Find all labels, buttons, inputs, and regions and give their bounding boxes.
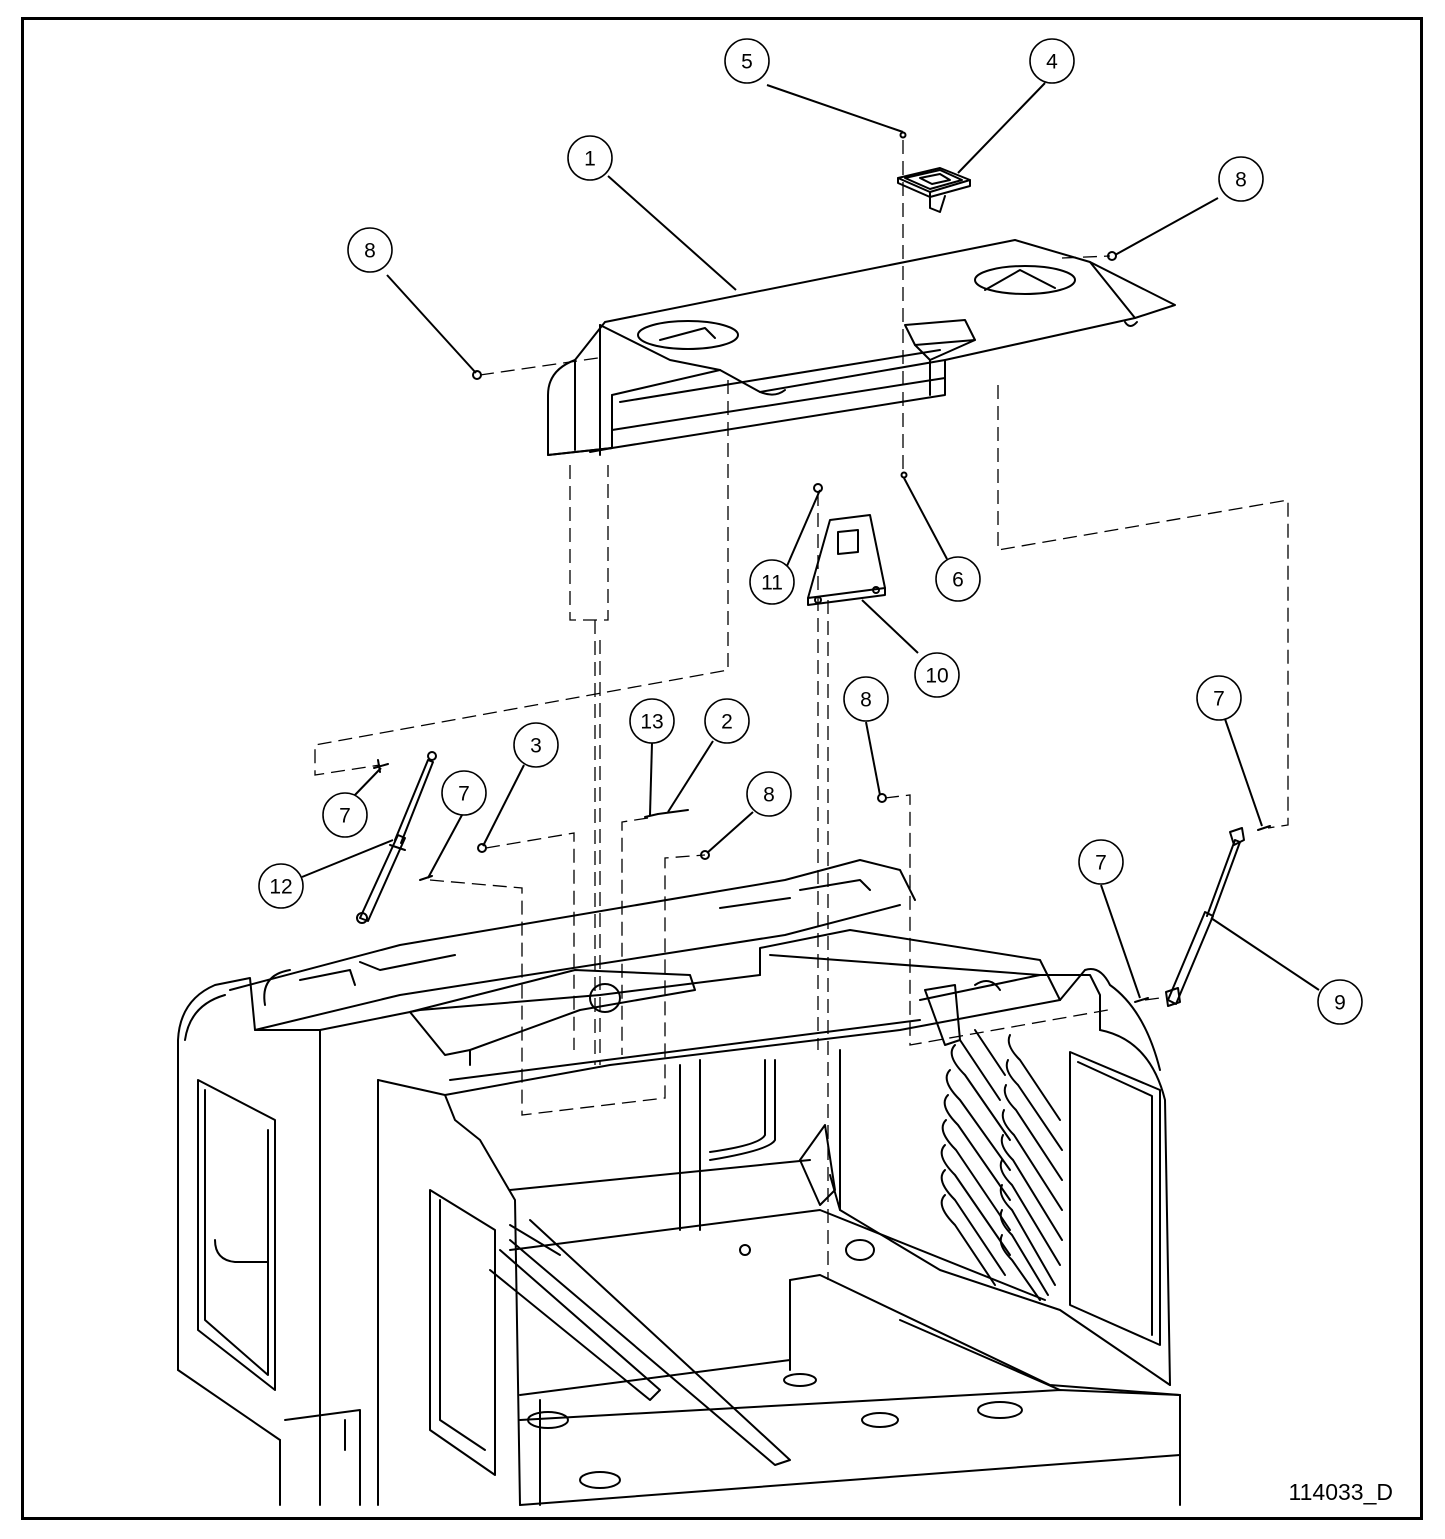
- callout-12: 12: [258, 863, 304, 909]
- callout-3: 3: [513, 722, 559, 768]
- svg-text:8: 8: [860, 689, 872, 712]
- svg-text:9: 9: [1334, 992, 1346, 1015]
- callout-13: 13: [629, 698, 675, 744]
- svg-text:11: 11: [761, 572, 783, 595]
- drawing-border: [21, 17, 1423, 1520]
- callout-8d: 8: [746, 771, 792, 817]
- gas-strut-left: [356, 751, 437, 924]
- fasteners: [373, 131, 1271, 1003]
- svg-text:1: 1: [584, 148, 596, 171]
- callout-6: 6: [935, 556, 981, 602]
- assembly-guide-lines: [314, 140, 1289, 1280]
- svg-text:12: 12: [269, 876, 292, 899]
- svg-text:7: 7: [1213, 688, 1225, 711]
- callout-7c: 7: [1078, 839, 1124, 885]
- canopy-top-panel: [547, 239, 1176, 456]
- callout-leaders: [301, 82, 1320, 999]
- svg-text:13: 13: [640, 711, 663, 734]
- svg-text:4: 4: [1046, 51, 1058, 74]
- callout-7a: 7: [322, 792, 368, 838]
- svg-text:6: 6: [952, 569, 964, 592]
- svg-text:7: 7: [1095, 852, 1107, 875]
- callout-8a: 8: [347, 227, 393, 273]
- svg-text:10: 10: [925, 665, 948, 688]
- svg-text:7: 7: [339, 805, 351, 828]
- drawing-number: 114033_D: [1288, 1479, 1393, 1505]
- callout-8c: 8: [843, 676, 889, 722]
- svg-text:8: 8: [1235, 169, 1247, 192]
- callout-7b: 7: [441, 770, 487, 816]
- callout-2: 2: [704, 698, 750, 744]
- callout-11: 11: [749, 559, 795, 605]
- louvre-grille: [940, 1029, 1063, 1301]
- svg-text:3: 3: [530, 735, 542, 758]
- bracket-part: [807, 514, 886, 606]
- callout-10: 10: [914, 652, 960, 698]
- svg-text:2: 2: [721, 711, 733, 734]
- callout-1: 1: [567, 135, 613, 181]
- cab-frame: [177, 859, 1181, 1506]
- svg-text:8: 8: [364, 240, 376, 263]
- callout-8b: 8: [1218, 156, 1264, 202]
- gas-strut-right: [1165, 827, 1245, 1007]
- callout-9: 9: [1317, 979, 1363, 1025]
- latch-part: [897, 167, 971, 213]
- callout-5: 5: [724, 38, 770, 84]
- callout-bubbles: 1 2 3 4 5 6 7 7 7 7 8 8 8 8 9 10 11 12 1…: [258, 38, 1363, 1025]
- svg-text:5: 5: [741, 51, 753, 74]
- svg-text:7: 7: [458, 783, 470, 806]
- callout-4: 4: [1029, 38, 1075, 84]
- callout-7d: 7: [1196, 675, 1242, 721]
- svg-text:8: 8: [763, 784, 775, 807]
